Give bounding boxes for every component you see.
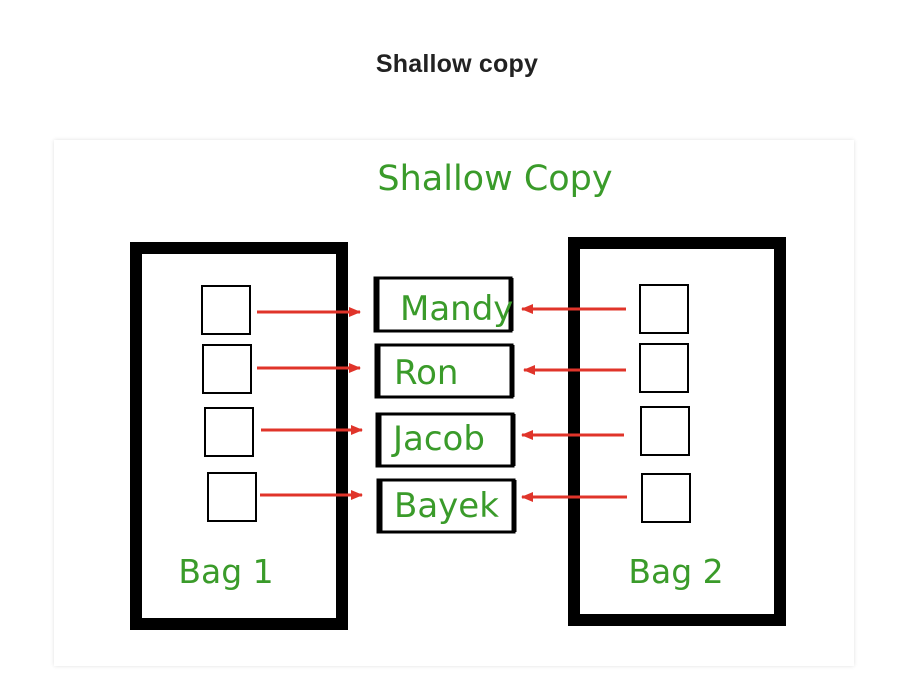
value-box-ron: Ron [374,343,515,399]
value-box-bayek: Bayek [376,478,517,534]
bag-2-slot-1 [639,284,689,334]
shallow-copy-diagram: Shallow Copy Mandy Ron [130,159,786,630]
value-label-bayek: Bayek [394,486,499,526]
value-label-ron: Ron [394,353,458,393]
bag-2-slot-4 [641,473,691,523]
bag-2-label: Bag 2 [628,552,723,591]
bag-1-label: Bag 1 [178,552,273,591]
bag-1-slot-1 [201,285,251,335]
bag-1-slot-2 [202,344,252,394]
bag-1-container [130,242,348,630]
diagram-figure: Shallow Copy Mandy Ron [54,140,854,666]
diagram-heading: Shallow Copy [377,159,612,199]
value-box-mandy: Mandy [373,276,514,333]
value-label-mandy: Mandy [400,289,513,329]
bag-2-container [568,237,786,626]
bag-1-slot-4 [207,472,257,522]
value-label-jacob: Jacob [391,419,485,459]
bag-1-slot-3 [204,407,254,457]
bag-2-slot-3 [640,406,690,456]
page-title: Shallow copy [375,50,539,78]
value-box-jacob: Jacob [375,412,516,468]
bag-2-slot-2 [639,343,689,393]
